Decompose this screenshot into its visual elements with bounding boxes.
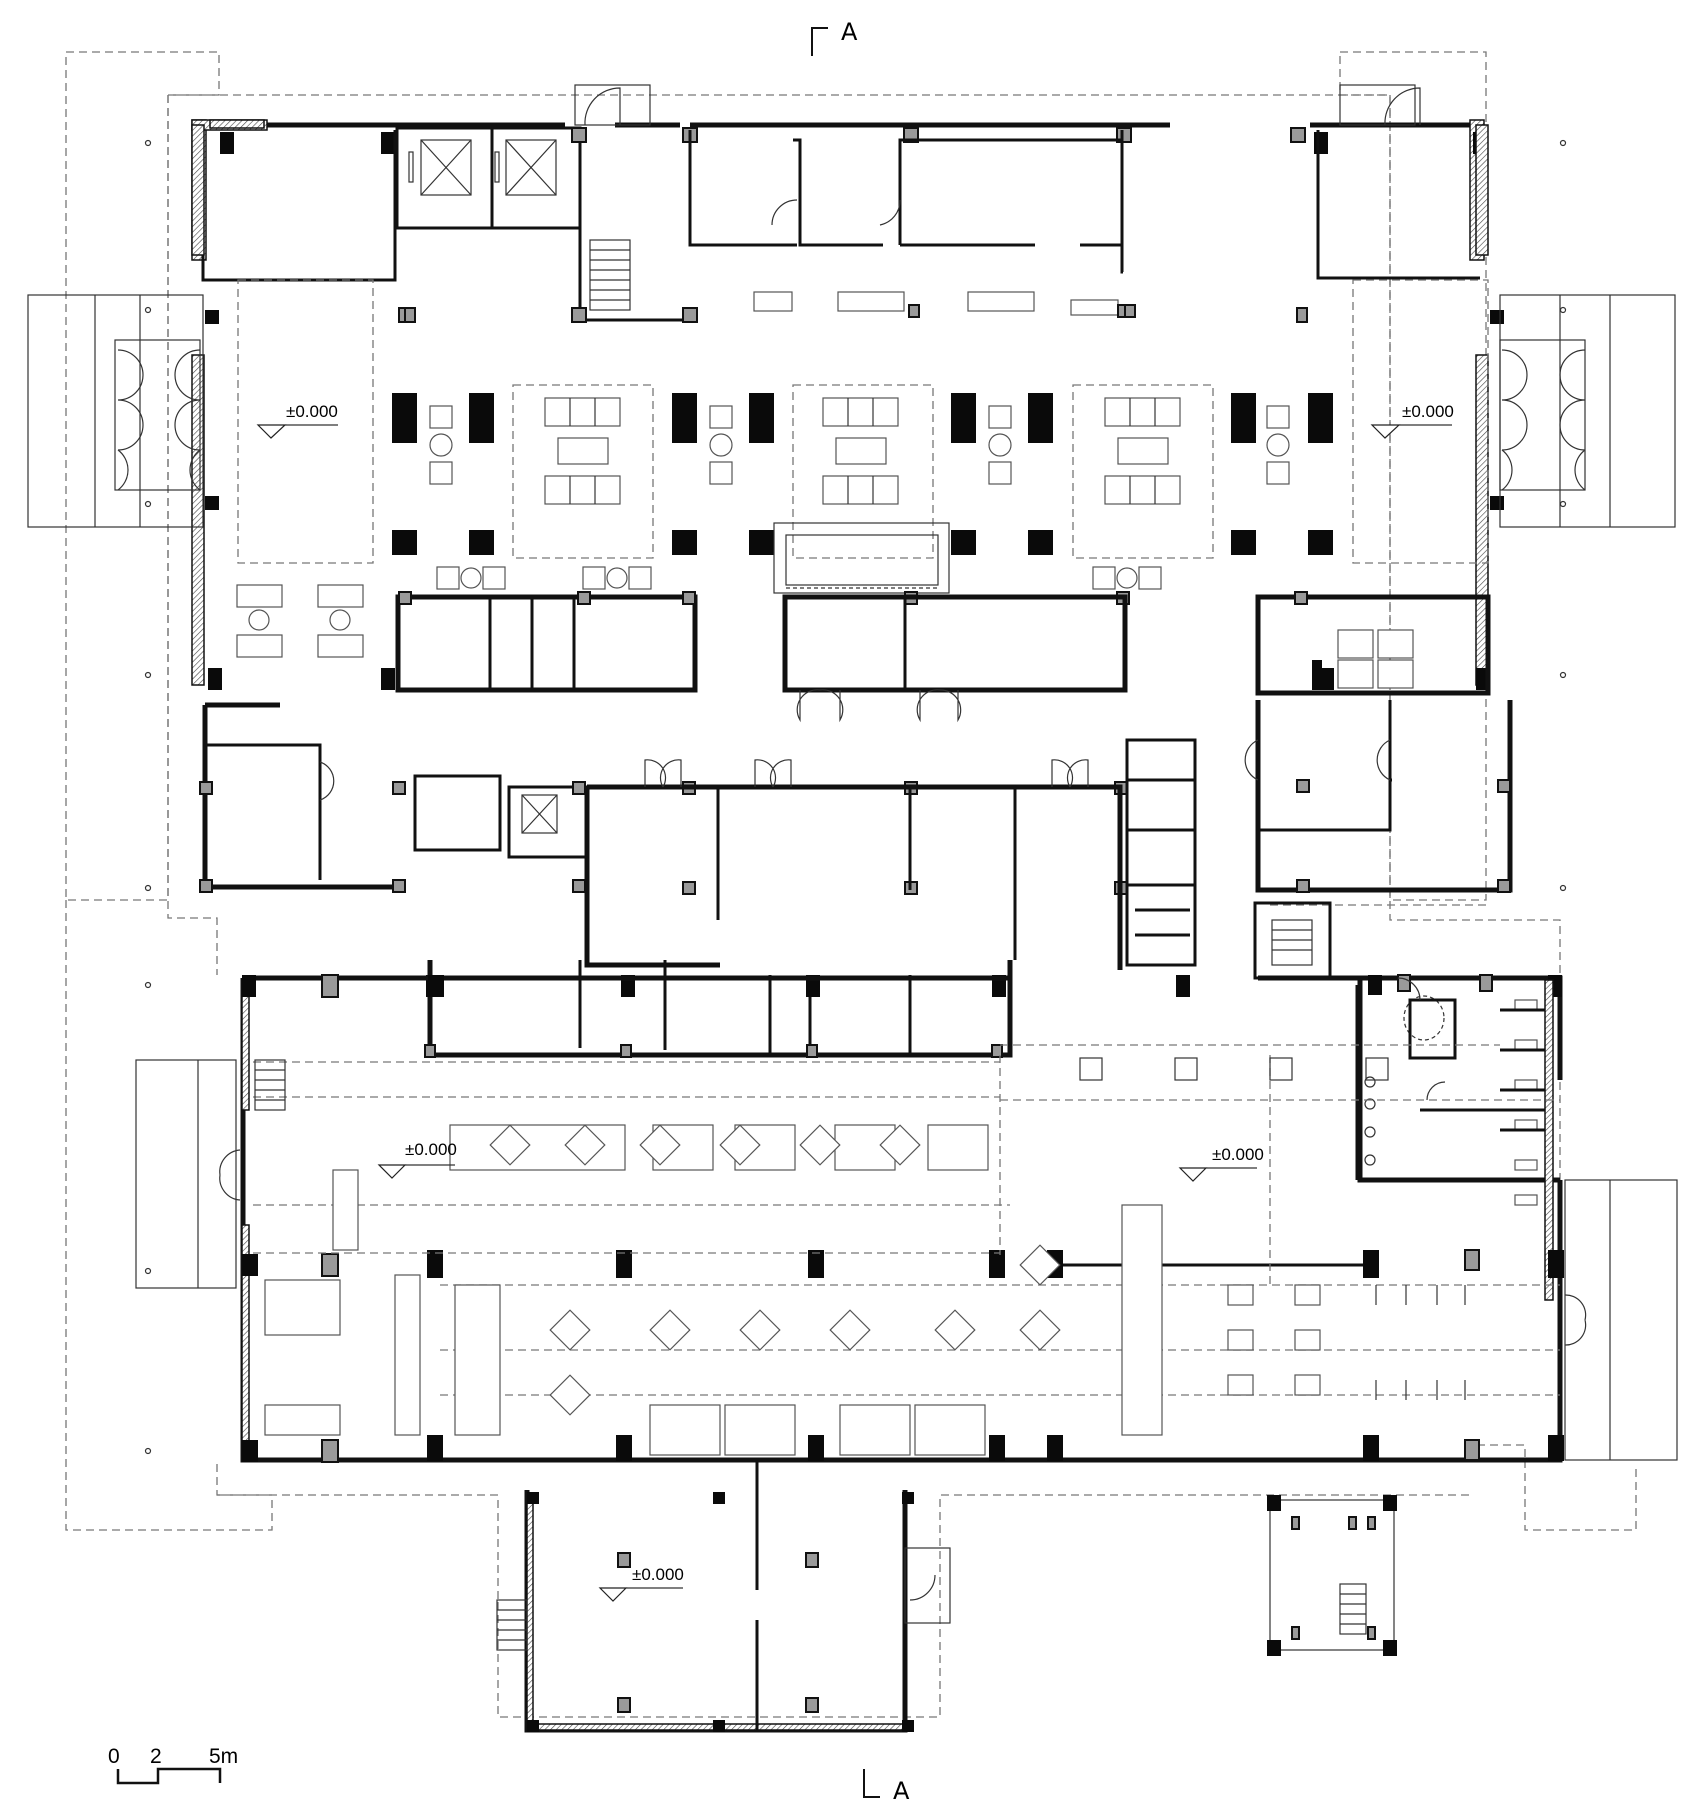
sofa-set (544, 397, 621, 505)
scale-tick-5m: 5m (209, 1745, 239, 1768)
south-annex (496, 1462, 951, 1733)
lounge-chairs (429, 405, 1290, 485)
elevator-icon (408, 139, 472, 196)
dining-hall (135, 974, 1678, 1463)
stair-icon (1271, 919, 1313, 966)
section-label-bottom: A (893, 1777, 910, 1805)
scale-bar (116, 1767, 222, 1785)
salon-chairs (1227, 1284, 1466, 1400)
stair-icon (496, 1599, 528, 1651)
se-pavilion (1267, 1495, 1397, 1656)
stair-icon (254, 1059, 286, 1111)
level-mark-symbols (256, 424, 1452, 1602)
exterior-walls (27, 124, 1676, 1455)
booth-seating (264, 1169, 1163, 1456)
stair-icon (1339, 1583, 1367, 1635)
level-mark-east-entrance: ±0.000 (1402, 402, 1454, 421)
north-block (191, 84, 1487, 323)
sink-row (1364, 1076, 1376, 1166)
level-mark-dining-west: ±0.000 (405, 1140, 457, 1159)
level-mark-west-entrance: ±0.000 (286, 402, 338, 421)
diamond-tables (489, 1124, 1061, 1416)
restrooms-se (1258, 974, 1563, 1301)
lounge-table-set (236, 584, 364, 658)
stair-icon (589, 239, 631, 311)
sofa-set (822, 397, 899, 505)
elevator-icon (494, 139, 557, 196)
level-mark-dining-east: ±0.000 (1212, 1145, 1264, 1164)
service-core (199, 591, 1513, 1058)
level-mark-south-annex: ±0.000 (632, 1565, 684, 1584)
lounge-chairs (436, 566, 1162, 590)
section-marker-bottom (863, 1769, 880, 1798)
section-label-top: A (841, 18, 858, 46)
lobby (236, 279, 1489, 658)
scale-tick-0: 0 (108, 1745, 120, 1768)
toilet-stalls (1420, 999, 1545, 1206)
sofa-set (1104, 397, 1181, 505)
section-marker-top (811, 27, 828, 56)
scale-tick-2: 2 (150, 1745, 162, 1768)
